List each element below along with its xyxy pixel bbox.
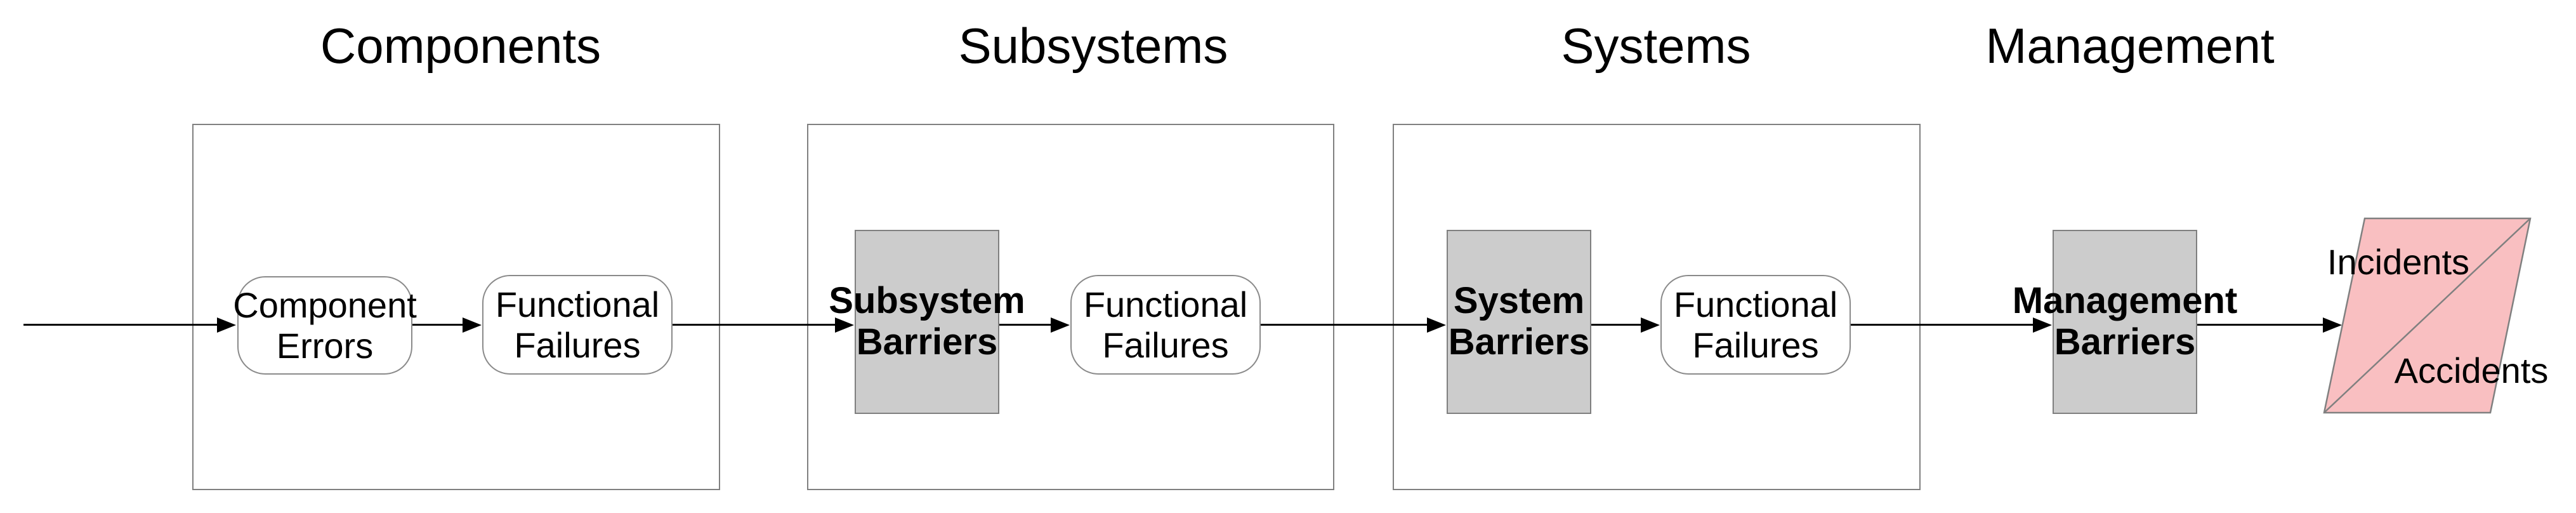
barrier-label-line: Barriers: [856, 321, 998, 363]
arrow-functional-failures-3-to-management-barriers: [1851, 324, 2034, 326]
barrier-label-line: Barriers: [1448, 321, 1590, 363]
node-label-line: Functional: [1673, 284, 1838, 324]
arrow-subsystem-barriers-to-functional-failures-2: [999, 324, 1051, 326]
node-functional-failures-2: Functional Failures: [1070, 275, 1261, 375]
arrow-input-to-component-errors: [23, 324, 218, 326]
header-components: Components: [320, 17, 601, 74]
arrow-functional-failures-2-to-system-barriers: [1261, 324, 1428, 326]
node-label-line: Failures: [1102, 324, 1229, 365]
node-label-line: Functional: [495, 284, 660, 324]
node-label-line: Failures: [1692, 324, 1819, 365]
node-label-line: Component: [233, 284, 417, 325]
node-subsystem-barriers: Subsystem Barriers: [829, 230, 1025, 414]
node-functional-failures-1: Functional Failures: [482, 275, 673, 375]
label-accidents: Accidents: [2394, 350, 2549, 390]
node-label-line: Errors: [276, 325, 374, 366]
node-management-barriers: Management Barriers: [2013, 230, 2237, 414]
arrow-component-errors-to-functional-failures-1: [412, 324, 463, 326]
node-label-line: Failures: [514, 324, 641, 365]
barrier-label-line: Management: [2012, 280, 2238, 322]
header-management: Management: [1985, 17, 2275, 74]
node-label-line: Functional: [1083, 284, 1248, 324]
arrow-management-barriers-to-outcomes: [2197, 324, 2323, 326]
barrier-label-line: Barriers: [2054, 321, 2196, 363]
diagonal-divider-line: [2323, 218, 2531, 413]
arrow-system-barriers-to-functional-failures-3: [1591, 324, 1641, 326]
node-functional-failures-3: Functional Failures: [1660, 275, 1851, 375]
header-subsystems: Subsystems: [958, 17, 1228, 74]
header-systems: Systems: [1561, 17, 1751, 74]
barrier-label-line: System: [1453, 280, 1585, 322]
arrow-functional-failures-1-to-subsystem-barriers: [673, 324, 836, 326]
outcome-parallelogram: [2323, 217, 2532, 414]
node-system-barriers: System Barriers: [1447, 230, 1591, 414]
barrier-label-line: Subsystem: [829, 280, 1025, 322]
label-incidents: Incidents: [2327, 241, 2470, 282]
node-component-errors: Component Errors: [233, 276, 417, 375]
